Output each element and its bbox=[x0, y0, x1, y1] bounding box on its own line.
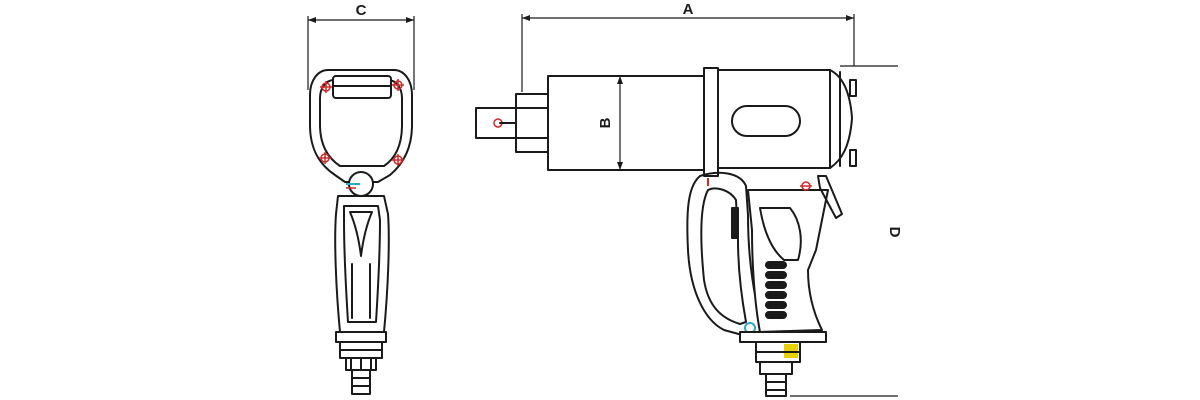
front-head-body bbox=[309, 69, 413, 183]
dimension-a: A bbox=[521, 1, 855, 92]
gear-housing bbox=[547, 75, 707, 171]
side-view: A B D bbox=[475, 1, 903, 397]
dimension-c: C bbox=[307, 2, 415, 90]
label-c: C bbox=[356, 2, 367, 19]
motor-slot bbox=[731, 105, 801, 137]
front-view: C bbox=[307, 2, 415, 395]
front-bolt-markers bbox=[319, 79, 404, 166]
trigger-lever bbox=[817, 175, 843, 219]
label-a: A bbox=[683, 1, 694, 18]
label-b: B bbox=[597, 117, 614, 128]
label-d: D bbox=[886, 227, 903, 238]
dimension-d: D bbox=[790, 65, 903, 397]
grip-ribs bbox=[765, 261, 787, 319]
dimension-b: B bbox=[597, 76, 623, 170]
